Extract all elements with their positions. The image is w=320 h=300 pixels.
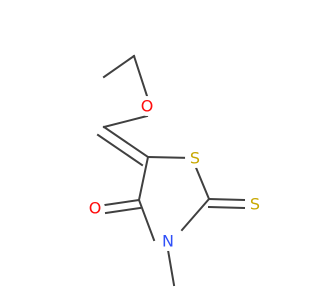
carbonyl-oxygen-label: O bbox=[89, 199, 102, 218]
molecule-structure: O S O N S bbox=[85, 54, 265, 287]
bond-nitrogen-c4 bbox=[137, 198, 156, 242]
bond-c5-sulfur bbox=[146, 155, 194, 160]
ether-oxygen-label: O bbox=[141, 97, 154, 116]
bond-c4-c5 bbox=[137, 155, 150, 202]
bond-c2-thione-double bbox=[207, 205, 246, 210]
bond-oxygen-methine bbox=[102, 114, 149, 129]
bond-c2-nitrogen bbox=[180, 197, 211, 232]
bond-nitrogen-methyl bbox=[166, 248, 176, 287]
bond-c4-carbonyl-double bbox=[104, 206, 142, 215]
ring-nitrogen-label: N bbox=[162, 232, 174, 251]
bond-c4-carbonyl bbox=[103, 198, 141, 207]
molecule-canvas: O S O N S bbox=[85, 54, 265, 287]
bond-methine-c5-double bbox=[96, 133, 144, 167]
bond-ch3-ch2 bbox=[102, 54, 136, 79]
bonds bbox=[96, 54, 246, 287]
bond-c2-thione bbox=[207, 197, 246, 202]
ring-sulfur-label: S bbox=[190, 149, 200, 168]
bond-ch2-oxygen bbox=[132, 54, 149, 98]
thione-sulfur-label: S bbox=[250, 195, 260, 214]
bond-methine-c5 bbox=[102, 125, 150, 159]
atom-labels: O S O N S bbox=[85, 96, 265, 251]
